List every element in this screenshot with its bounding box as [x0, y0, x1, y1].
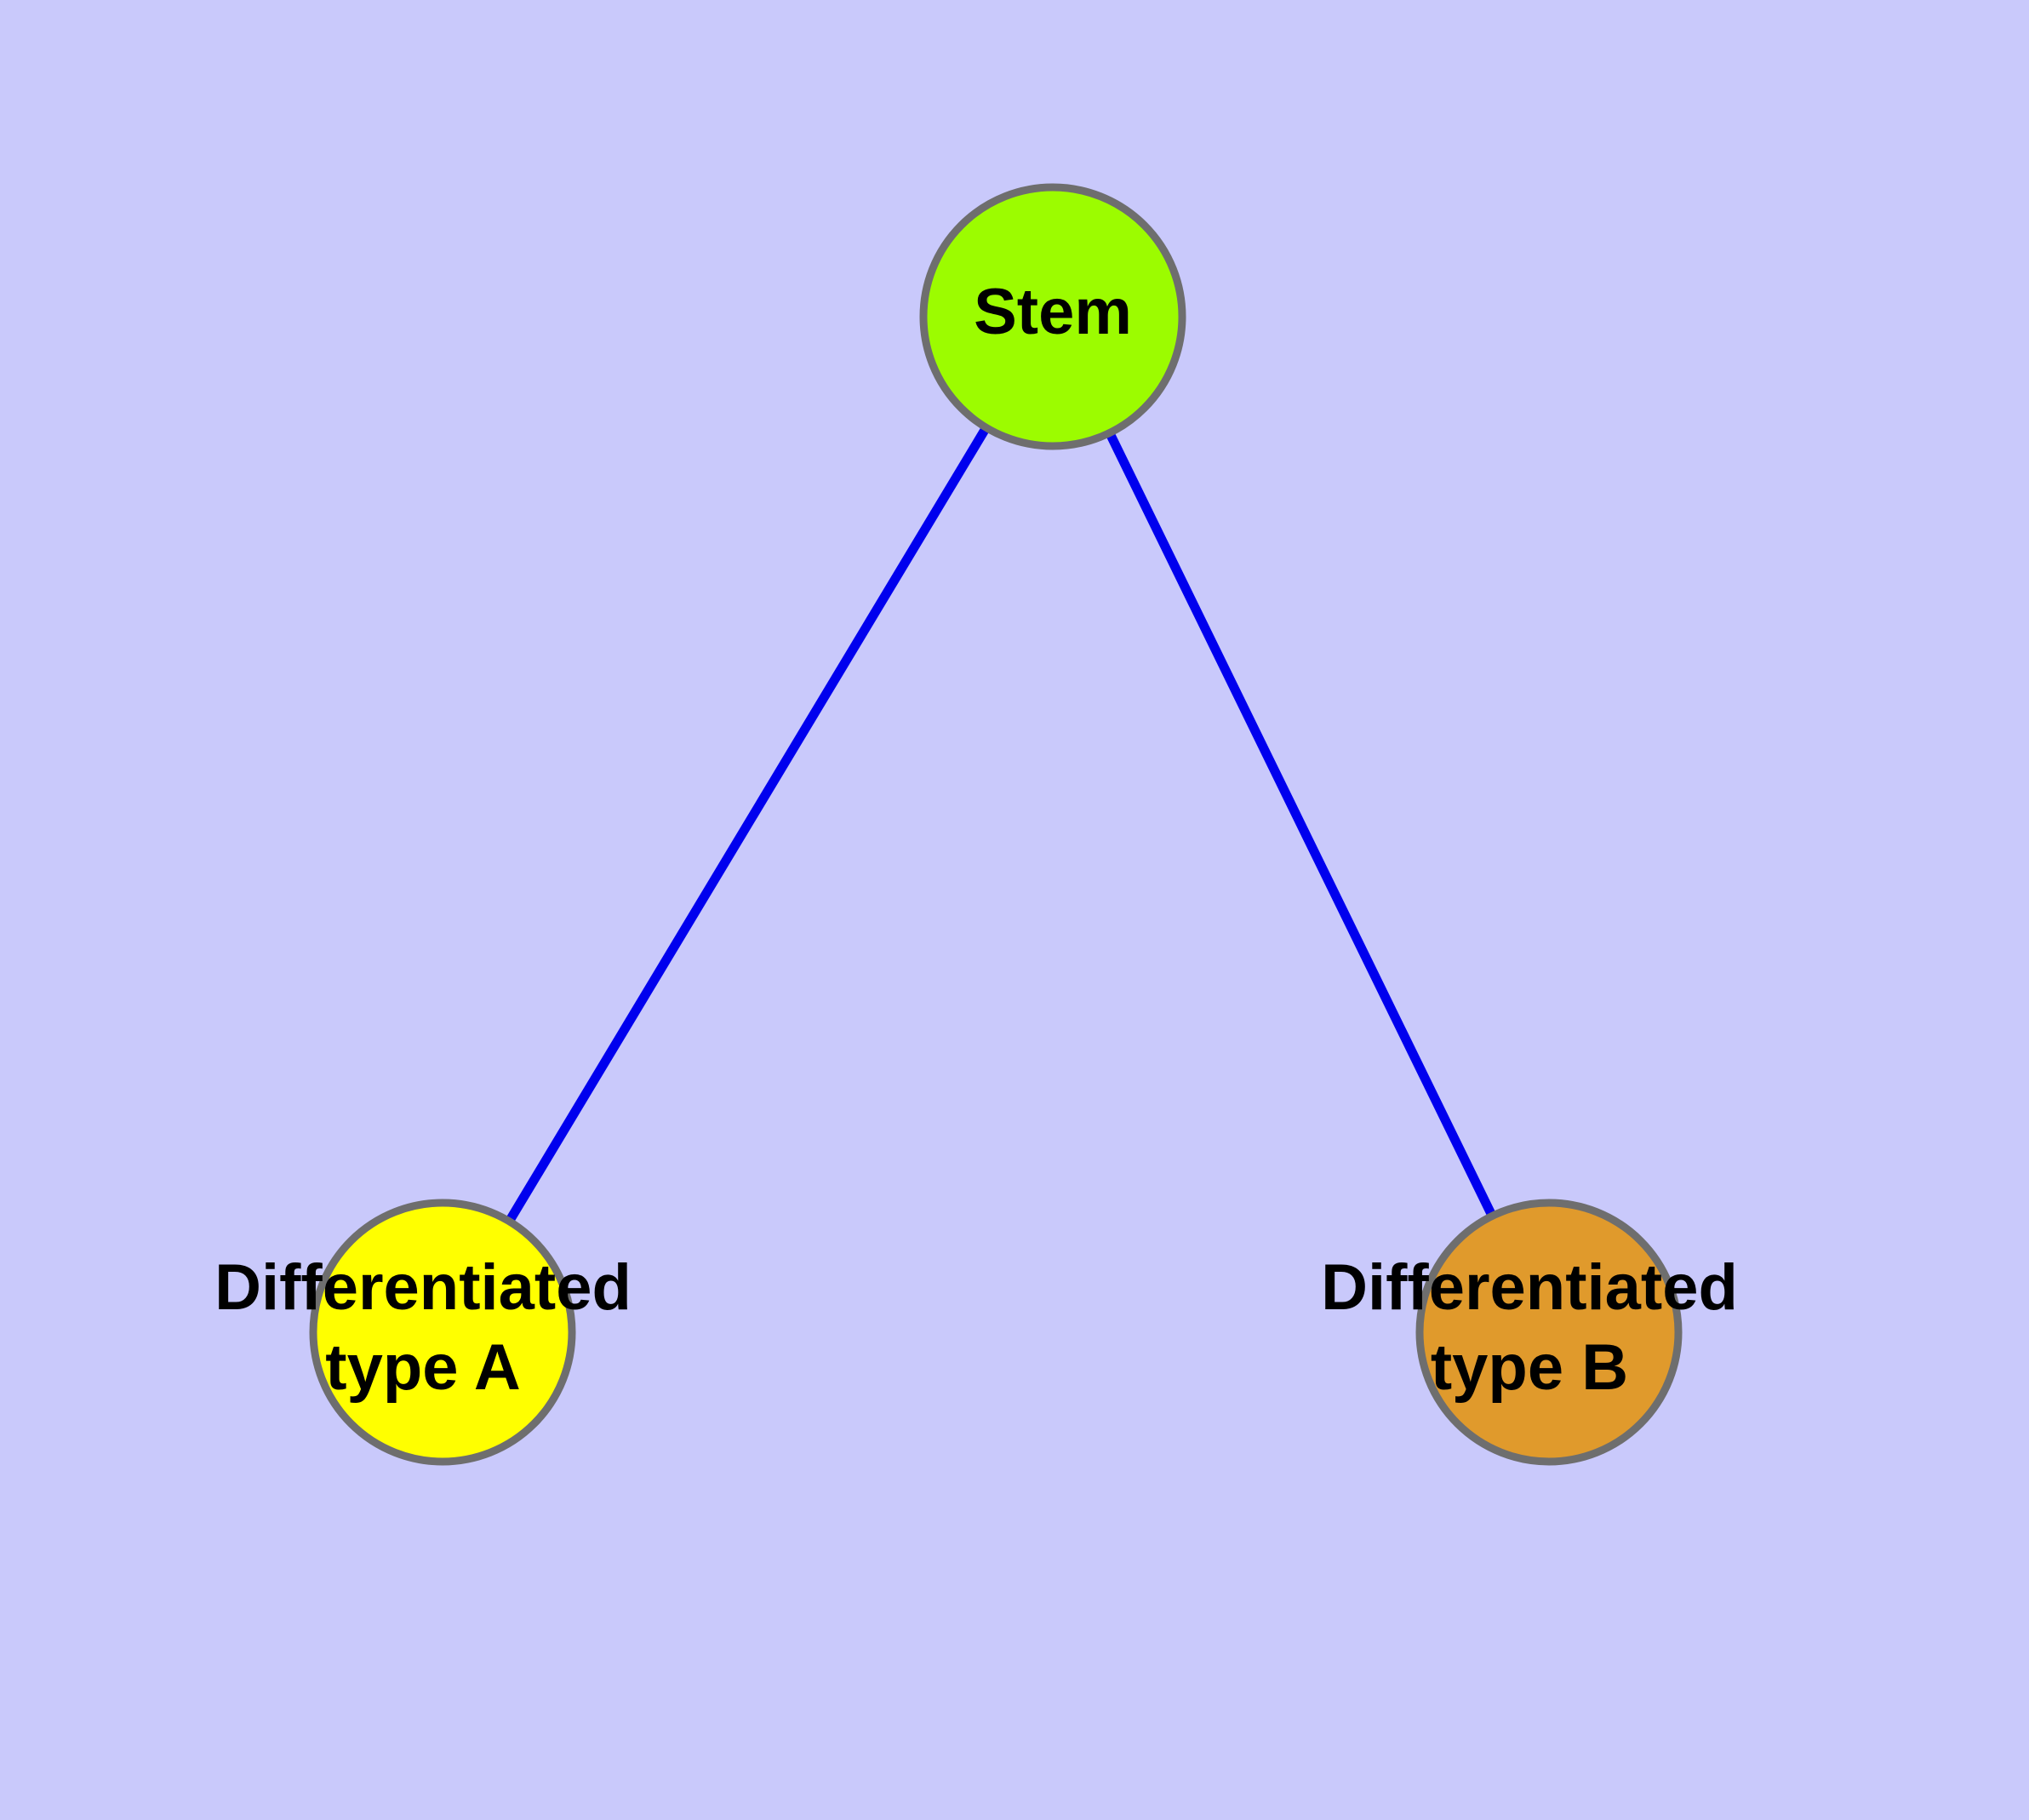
node-label-line: type B	[1431, 1331, 1628, 1404]
node-label-line: Stem	[974, 276, 1132, 348]
node-label-line: type A	[325, 1331, 520, 1404]
edge-stem-type_b[interactable]	[1104, 429, 1498, 1220]
node-label-line: Differentiated	[1321, 1251, 1738, 1324]
node-type_b[interactable]	[1415, 1199, 1683, 1466]
node-label-stem: Stem	[974, 276, 1132, 348]
node-label-line: Differentiated	[214, 1251, 632, 1324]
node-stem[interactable]	[919, 183, 1186, 450]
nodes-layer	[309, 183, 1683, 1466]
edges-layer	[504, 423, 1498, 1226]
edge-stem-type_a[interactable]	[504, 423, 992, 1226]
node-type_a[interactable]	[309, 1199, 576, 1466]
